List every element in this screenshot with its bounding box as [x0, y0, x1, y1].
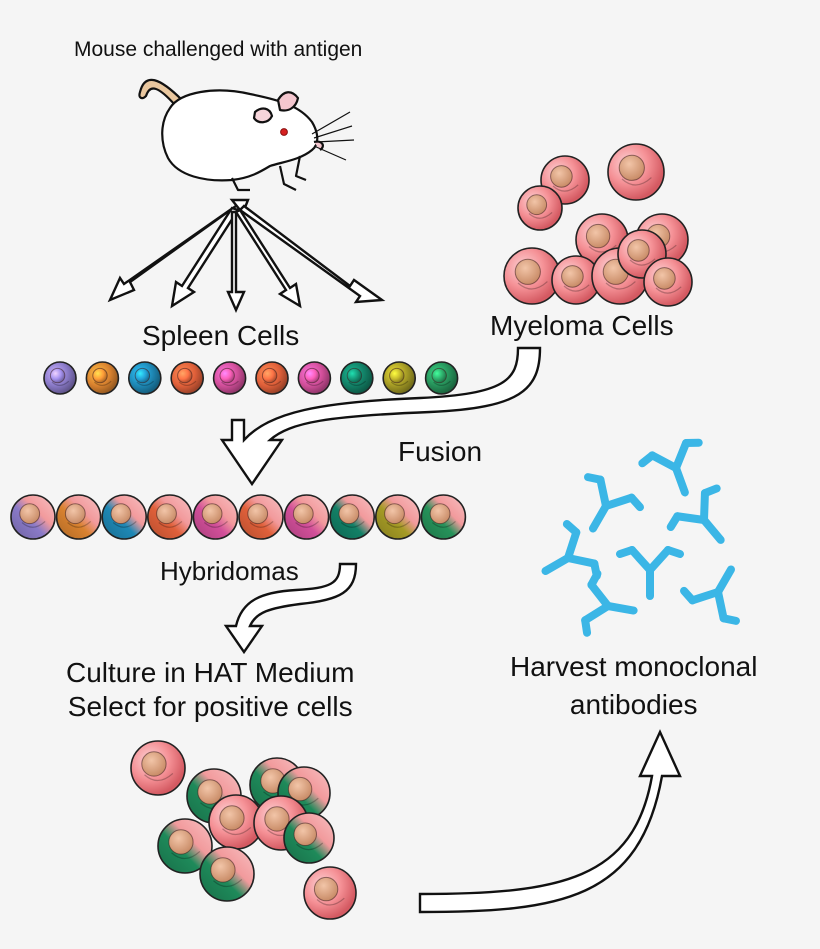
spleen-arrows [107, 198, 386, 313]
culture-arrow [223, 562, 358, 655]
spleen-cell [339, 361, 374, 395]
harvest-arrow [418, 729, 682, 914]
spleen-cell [85, 361, 120, 395]
antibody-icon [638, 438, 703, 497]
hybridoma-cell [329, 494, 376, 540]
culture-label: Culture in HAT Medium Select for positiv… [66, 656, 354, 724]
antibody-icon [541, 520, 601, 580]
culture-cell [199, 846, 255, 902]
hybridoma-cell [10, 494, 56, 540]
antibody-icon [581, 569, 638, 637]
harvest-label-line2: antibodies [569, 689, 698, 720]
culture-cells [130, 740, 357, 920]
hybridomas-label: Hybridomas [160, 556, 299, 586]
spleen-cell [382, 361, 417, 395]
myeloma-cell [503, 247, 561, 305]
antibody-icon [616, 546, 684, 600]
harvest-label: Harvest monoclonal antibodies [510, 648, 757, 724]
fusion-arrow [219, 346, 542, 487]
antibody-icon [666, 484, 725, 544]
spleen-cells [43, 361, 459, 395]
hybridoma-cell [101, 494, 147, 540]
antibody-icon [680, 565, 740, 625]
hybridoma-cell [374, 494, 421, 540]
culture-label-line2: Select for positive cells [67, 691, 353, 722]
myeloma-cells-label: Myeloma Cells [490, 310, 674, 341]
culture-cell [303, 866, 357, 920]
hybridoma-cell [147, 494, 193, 540]
culture-cell [157, 818, 213, 874]
spleen-cell [297, 361, 332, 395]
myeloma-cell [517, 185, 563, 231]
spleen-cell [255, 361, 289, 395]
hybridoma-cell [238, 494, 284, 540]
antibody-icon [584, 473, 644, 533]
mouse-label: Mouse challenged with antigen [74, 38, 363, 61]
antibodies [541, 438, 740, 637]
hybridoma-cells [10, 494, 467, 540]
culture-label-line1: Culture in HAT Medium [66, 657, 355, 688]
culture-cell [130, 740, 186, 796]
hybridoma-cell [420, 494, 467, 540]
myeloma-cells [503, 143, 693, 307]
myeloma-cell [607, 143, 665, 201]
hybridoma-cell [192, 494, 239, 540]
fusion-label: Fusion [398, 436, 483, 467]
spleen-cell [424, 361, 459, 395]
spleen-cell [212, 361, 247, 395]
culture-cell [283, 812, 335, 864]
mouse-icon [138, 78, 355, 192]
myeloma-cell [643, 257, 693, 307]
spleen-cells-label: Spleen Cells [142, 320, 300, 351]
spleen-cell [170, 361, 204, 395]
spleen-cell [43, 361, 77, 395]
hybridoma-cell [55, 494, 102, 540]
harvest-label-line1: Harvest monoclonal [510, 651, 758, 682]
hybridoma-cell [283, 494, 330, 540]
spleen-cell [128, 361, 162, 395]
